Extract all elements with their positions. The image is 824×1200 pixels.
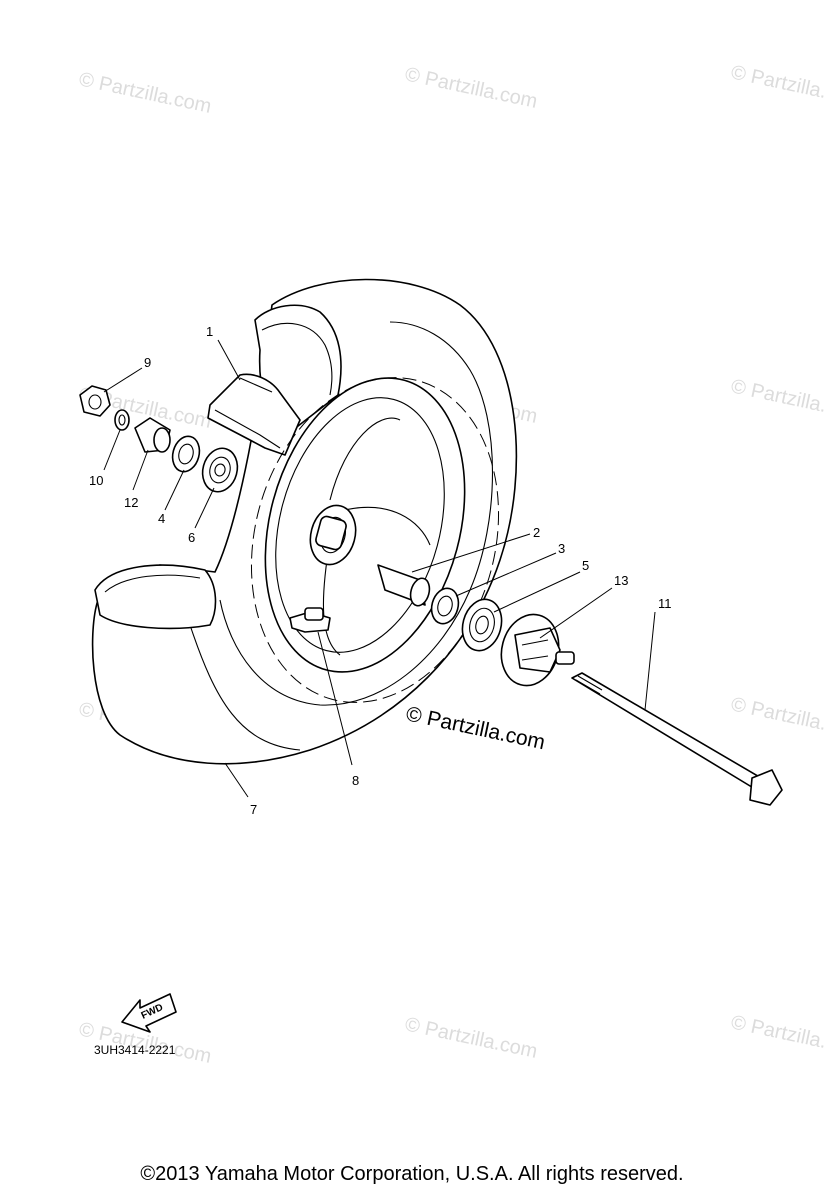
washer-part-10	[114, 409, 130, 431]
callout-9: 9	[144, 355, 151, 370]
callout-4: 4	[158, 511, 165, 526]
callout-2: 2	[533, 525, 540, 540]
leader-4	[164, 469, 185, 511]
leader-10	[103, 429, 121, 471]
leader-3	[455, 552, 557, 597]
leader-13	[539, 587, 613, 639]
oil-seal-part-4	[171, 435, 201, 473]
leader-11	[644, 611, 656, 711]
oil-seal-part-3	[430, 587, 460, 625]
callout-7: 7	[250, 802, 257, 817]
watermark-lower-right: © Partzilla.com	[729, 693, 824, 743]
collar-part-12	[134, 417, 171, 453]
watermark-top-right: © Partzilla.com	[729, 61, 824, 111]
callout-12: 12	[124, 495, 138, 510]
copyright-notice: ©2013 Yamaha Motor Corporation, U.S.A. A…	[140, 1163, 684, 1185]
leader-9	[103, 367, 143, 393]
callout-13: 13	[614, 573, 628, 588]
callout-1: 1	[206, 324, 213, 339]
leader-6	[194, 487, 215, 529]
leader-5	[493, 571, 581, 613]
leader-12	[132, 449, 149, 491]
leader-8	[317, 631, 353, 766]
diagram-part-code: 3UH3414-2221	[94, 1043, 176, 1057]
bearing-part-6	[201, 447, 239, 493]
leader-7	[224, 762, 249, 798]
nut-part-9	[79, 385, 111, 417]
callout-6: 6	[188, 530, 195, 545]
center-watermark: © Partzilla.com	[404, 702, 547, 754]
spacer-collar-part-2	[377, 564, 431, 607]
leader-lines	[103, 339, 656, 798]
watermark-top-center: © Partzilla.com	[403, 63, 539, 113]
leader-1	[217, 339, 241, 381]
speedometer-gear-part-13	[500, 613, 575, 687]
callout-labels: 1 2 3 4 5 6 7 8 9 10 11 12 13	[89, 324, 672, 817]
leader-2	[411, 533, 531, 573]
callout-10: 10	[89, 473, 103, 488]
fwd-arrow-icon: FWD	[121, 993, 177, 1033]
callout-11: 11	[658, 596, 672, 611]
callout-8: 8	[352, 773, 359, 788]
bearing-part-5	[461, 598, 503, 652]
watermark-bottom-right: © Partzilla.com	[729, 1011, 824, 1061]
valve-part-8	[289, 607, 331, 633]
inner-tube-part-1	[207, 373, 301, 456]
axle-part-11	[571, 672, 783, 806]
watermark-top-left: © Partzilla.com	[77, 68, 213, 118]
callout-5: 5	[582, 558, 589, 573]
watermark-mid-right: © Partzilla.com	[729, 375, 824, 425]
watermark-bottom-center: © Partzilla.com	[403, 1013, 539, 1063]
callout-3: 3	[558, 541, 565, 556]
